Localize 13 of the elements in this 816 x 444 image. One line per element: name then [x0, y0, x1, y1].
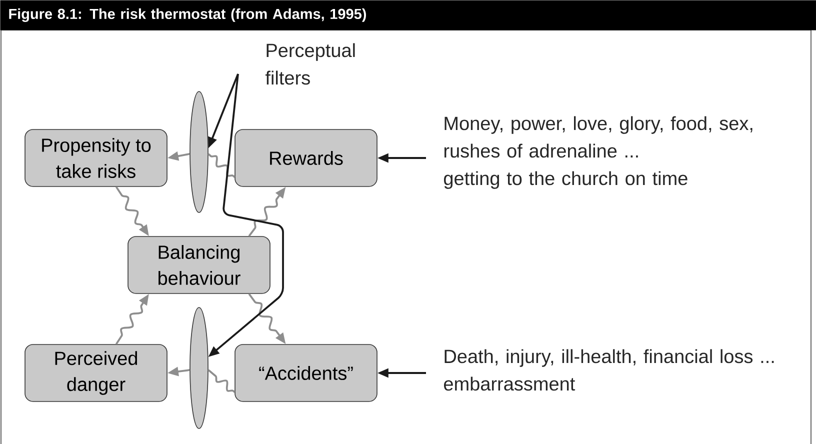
filter-ellipse [190, 307, 208, 429]
process-box: Perceived danger [24, 344, 168, 402]
process-box: “Accidents” [234, 344, 378, 402]
wavy-line [208, 369, 236, 393]
text-label: Perceptual filters [265, 43, 355, 85]
wavy-line [208, 153, 236, 178]
title-bar: Figure 8.1: The risk thermostat (from Adams, 1995) [0, 0, 816, 30]
filter-ellipse [190, 91, 208, 213]
process-box: Balancing behaviour [128, 236, 270, 294]
process-box: Rewards [234, 129, 378, 187]
text-label: Death, injury, ill-health, financial loss ... embarrassment [444, 349, 774, 391]
process-box: Propensity to take risks [24, 129, 168, 187]
text-label: Money, power, love, glory, food, sex, rushes of adrenaline ... getting to the church on time [444, 116, 752, 189]
